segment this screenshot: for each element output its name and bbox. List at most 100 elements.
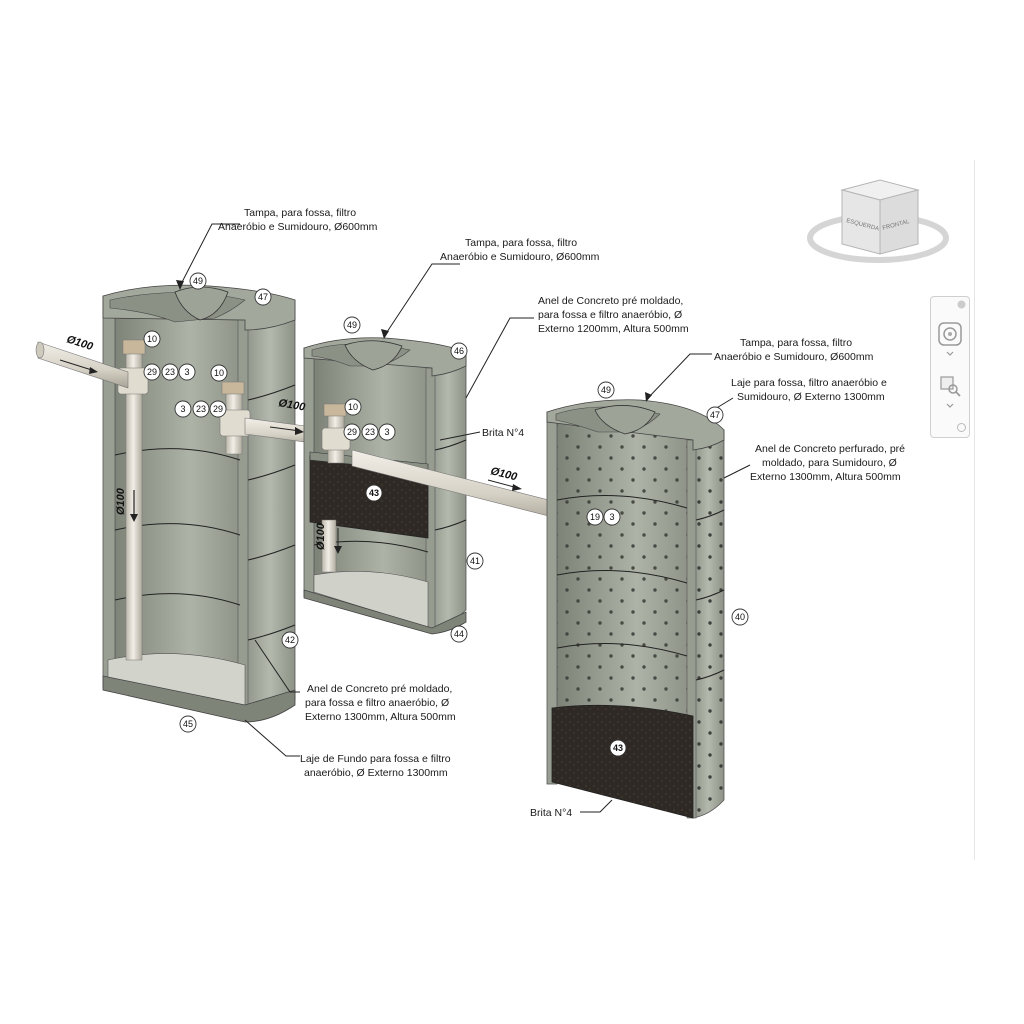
item-tag: 47 bbox=[706, 406, 724, 424]
item-tag-number: 10 bbox=[147, 334, 157, 344]
item-tag-circle bbox=[161, 363, 179, 381]
item-tag-number: 45 bbox=[183, 719, 193, 729]
item-tag: 29 bbox=[209, 400, 227, 418]
item-tag-circle bbox=[178, 363, 196, 381]
tank-sumidouro bbox=[546, 399, 725, 819]
item-tag: 49 bbox=[343, 316, 361, 334]
item-tag-circle bbox=[378, 423, 396, 441]
zoom-window-icon[interactable] bbox=[937, 373, 963, 399]
pipe-label-inlet: Ø100 bbox=[65, 333, 95, 353]
item-tag: 10 bbox=[210, 364, 228, 382]
item-tag-number: 29 bbox=[213, 404, 223, 414]
item-tag: 40 bbox=[731, 608, 749, 626]
item-tag-number: 47 bbox=[710, 410, 720, 420]
label-anel-1200-line1: Anel de Concreto pré moldado, bbox=[538, 295, 683, 307]
item-tag: 29 bbox=[343, 423, 361, 441]
item-tag-number: 43 bbox=[369, 488, 379, 498]
label-anel-1300-line2: para fossa e filtro anaeróbio, Ø bbox=[305, 697, 449, 709]
item-tag-circle bbox=[174, 400, 192, 418]
item-tag-number: 47 bbox=[258, 292, 268, 302]
label-anel-perfurado-line3: Externo 1300mm, Altura 500mm bbox=[750, 471, 901, 483]
item-tag-circle bbox=[209, 400, 227, 418]
item-tag-number: 29 bbox=[347, 427, 357, 437]
item-tag-circle bbox=[731, 608, 749, 626]
item-tag: 41 bbox=[466, 552, 484, 570]
label-anel-1300-line1: Anel de Concreto pré moldado, bbox=[307, 683, 452, 695]
label-brita-1: Brita N°4 bbox=[482, 427, 524, 439]
item-tag-circle bbox=[466, 552, 484, 570]
item-tag: 3 bbox=[178, 363, 196, 381]
item-tag-circle bbox=[450, 625, 468, 643]
item-tag: 43 bbox=[609, 739, 627, 757]
item-tag-circle bbox=[344, 398, 362, 416]
chevron-down-icon[interactable] bbox=[937, 401, 963, 411]
item-tag-circle bbox=[143, 330, 161, 348]
options-icon[interactable] bbox=[957, 423, 966, 432]
item-tag-circle bbox=[254, 288, 272, 306]
inlet-pipe bbox=[35, 341, 129, 389]
pipe-label-vertical-filtro: Ø100 bbox=[315, 522, 327, 550]
item-tag: 23 bbox=[361, 423, 379, 441]
item-tag-number: 49 bbox=[193, 276, 203, 286]
item-tag: 46 bbox=[450, 342, 468, 360]
view-cube[interactable]: ESQUERDA FRONTAL bbox=[807, 179, 949, 263]
label-tampa-2-line1: Tampa, para fossa, filtro bbox=[465, 237, 577, 249]
item-tag: 23 bbox=[192, 400, 210, 418]
item-tag-circle bbox=[343, 316, 361, 334]
navigation-bar[interactable] bbox=[930, 296, 970, 438]
item-tag-circle bbox=[281, 631, 299, 649]
item-tag-number: 19 bbox=[590, 512, 600, 522]
item-tag-number: 3 bbox=[384, 427, 389, 437]
item-tag-number: 3 bbox=[180, 404, 185, 414]
item-tag-number: 49 bbox=[347, 320, 357, 330]
canvas-divider bbox=[974, 160, 975, 860]
item-tag: 43 bbox=[365, 484, 383, 502]
item-tag-number: 23 bbox=[165, 367, 175, 377]
item-tag: 3 bbox=[603, 508, 621, 526]
item-tag-number: 41 bbox=[470, 556, 480, 566]
label-tampa-3-line2: Anaeróbio e Sumidouro, Ø600mm bbox=[714, 351, 874, 363]
label-tampa-3-line1: Tampa, para fossa, filtro bbox=[740, 337, 852, 349]
item-tag: 10 bbox=[344, 398, 362, 416]
item-tag: 3 bbox=[174, 400, 192, 418]
item-tag-number: 43 bbox=[613, 743, 623, 753]
item-tag-circle bbox=[586, 508, 604, 526]
item-tag-number: 23 bbox=[196, 404, 206, 414]
item-tag-number: 40 bbox=[735, 612, 745, 622]
item-tag-circle bbox=[179, 715, 197, 733]
label-brita-2: Brita N°4 bbox=[530, 807, 572, 819]
label-tampa-1-line1: Tampa, para fossa, filtro bbox=[244, 207, 356, 219]
item-tag-circle bbox=[450, 342, 468, 360]
item-tag: 49 bbox=[189, 272, 207, 290]
item-tag-number: 49 bbox=[601, 385, 611, 395]
item-tag-number: 42 bbox=[285, 635, 295, 645]
item-tag-circle bbox=[706, 406, 724, 424]
close-icon[interactable] bbox=[957, 300, 966, 309]
item-tag: 45 bbox=[179, 715, 197, 733]
item-tag-circle bbox=[143, 363, 161, 381]
leader-lines bbox=[176, 223, 751, 813]
item-tag-circle bbox=[609, 739, 627, 757]
item-tag: 49 bbox=[597, 381, 615, 399]
label-tampa-2-line2: Anaeróbio e Sumidouro, Ø600mm bbox=[440, 251, 600, 263]
label-anel-1300-line3: Externo 1300mm, Altura 500mm bbox=[305, 711, 456, 723]
item-tag-number: 23 bbox=[365, 427, 375, 437]
item-tag: 23 bbox=[161, 363, 179, 381]
item-tag-circle bbox=[597, 381, 615, 399]
label-anel-perfurado-line1: Anel de Concreto perfurado, pré bbox=[755, 443, 905, 455]
item-tag: 47 bbox=[254, 288, 272, 306]
item-tag: 3 bbox=[378, 423, 396, 441]
item-tag-circle bbox=[603, 508, 621, 526]
steering-wheel-icon[interactable] bbox=[937, 321, 963, 347]
item-tag-circle bbox=[210, 364, 228, 382]
label-anel-1200-line2: para fossa e filtro anaeróbio, Ø bbox=[538, 309, 682, 321]
label-laje-fundo-line2: anaeróbio, Ø Externo 1300mm bbox=[304, 767, 448, 779]
item-tag: 19 bbox=[586, 508, 604, 526]
item-tag-circle bbox=[361, 423, 379, 441]
tank-fossa bbox=[102, 284, 296, 723]
label-laje-sumidouro-line1: Laje para fossa, filtro anaeróbio e bbox=[731, 377, 887, 389]
item-tag-number: 44 bbox=[454, 629, 464, 639]
chevron-down-icon[interactable] bbox=[937, 349, 963, 359]
